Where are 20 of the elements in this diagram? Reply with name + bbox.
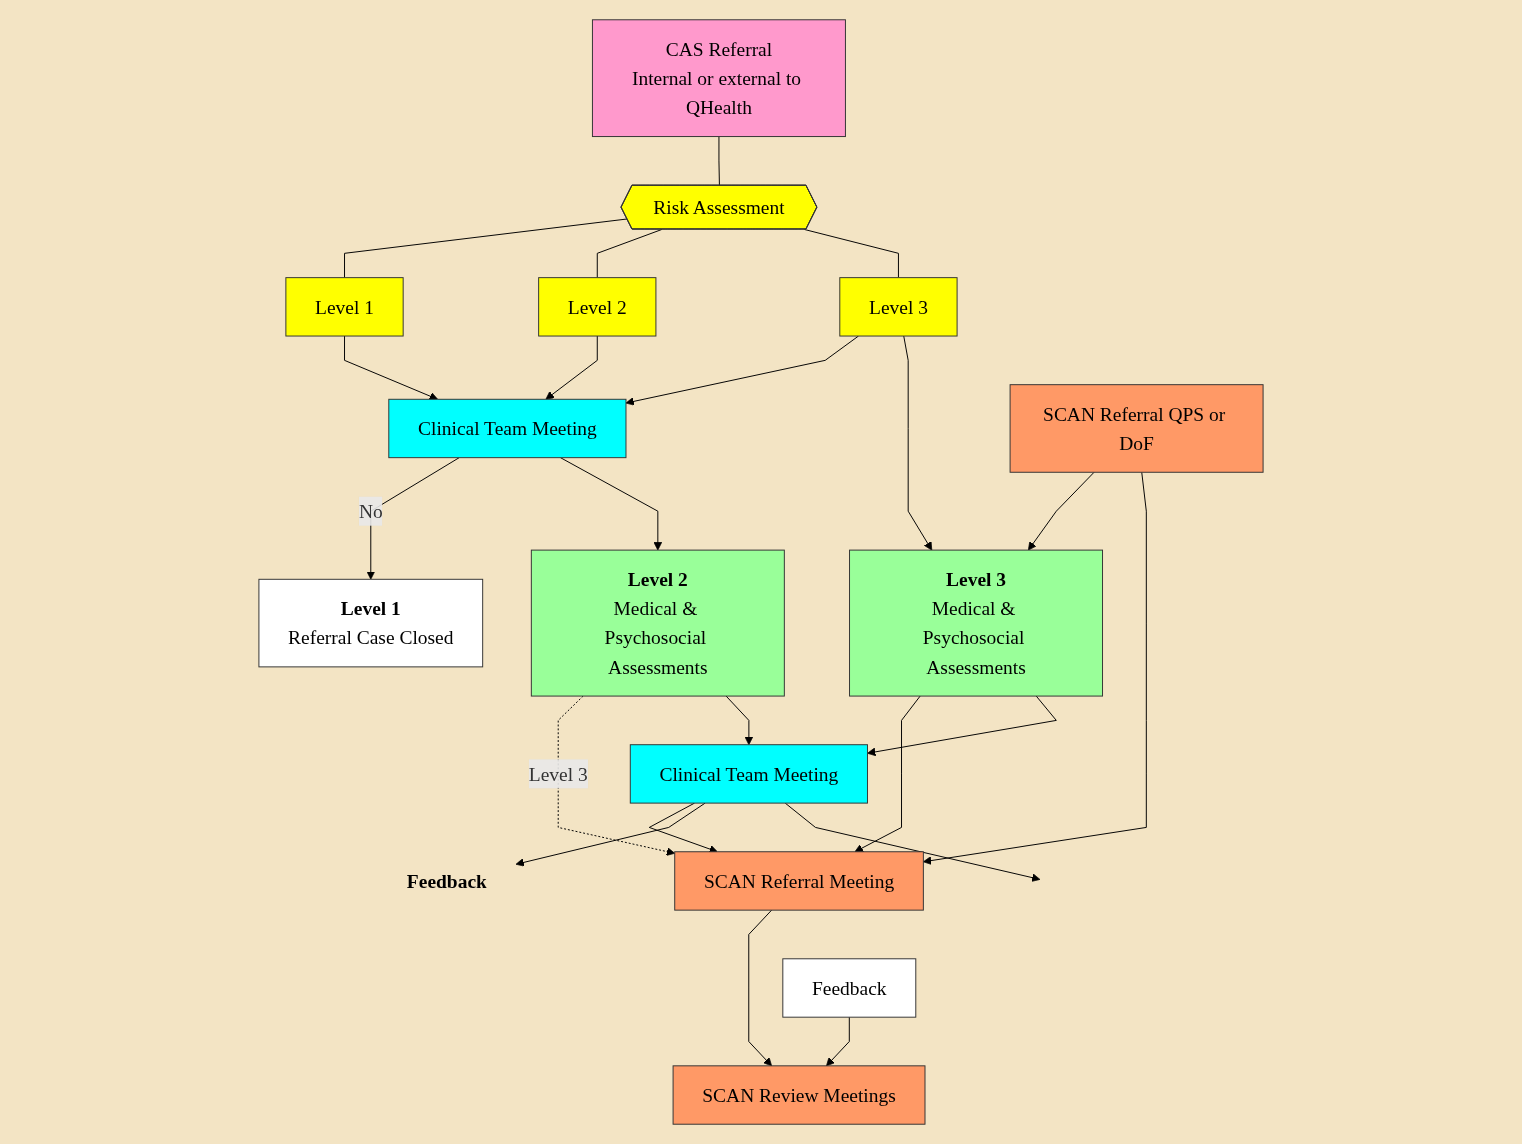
connector [596,229,663,279]
node-text: Feedback [406,870,487,892]
node-box: Level 1 Referral Case Closed [258,578,484,668]
node-box: Clinical Team Meeting [388,398,627,459]
connector [718,136,720,187]
node-box: Level 3 [839,277,958,337]
edge-label: Level 3 [528,763,588,785]
node-box: SCAN Referral QPS or DoF [1009,384,1264,473]
node-box: SCAN Referral Meeting [674,851,924,911]
node-box: Feedback [782,958,917,1018]
node-box: Level 1 [285,277,404,337]
node-box: Level 3 Medical & Psychosocial Assessments [849,549,1103,697]
node-box: SCAN Review Meetings [672,1065,926,1125]
connector [803,229,899,279]
edge-label: No [358,500,383,522]
node-box: Level 2 [538,277,657,337]
node-box: Clinical Team Meeting [629,744,868,804]
node-box: Level 2 Medical & Psychosocial Assessments [530,549,785,697]
node-box: CAS Referral Internal or external to QHealth [591,19,846,138]
connector [344,218,628,279]
